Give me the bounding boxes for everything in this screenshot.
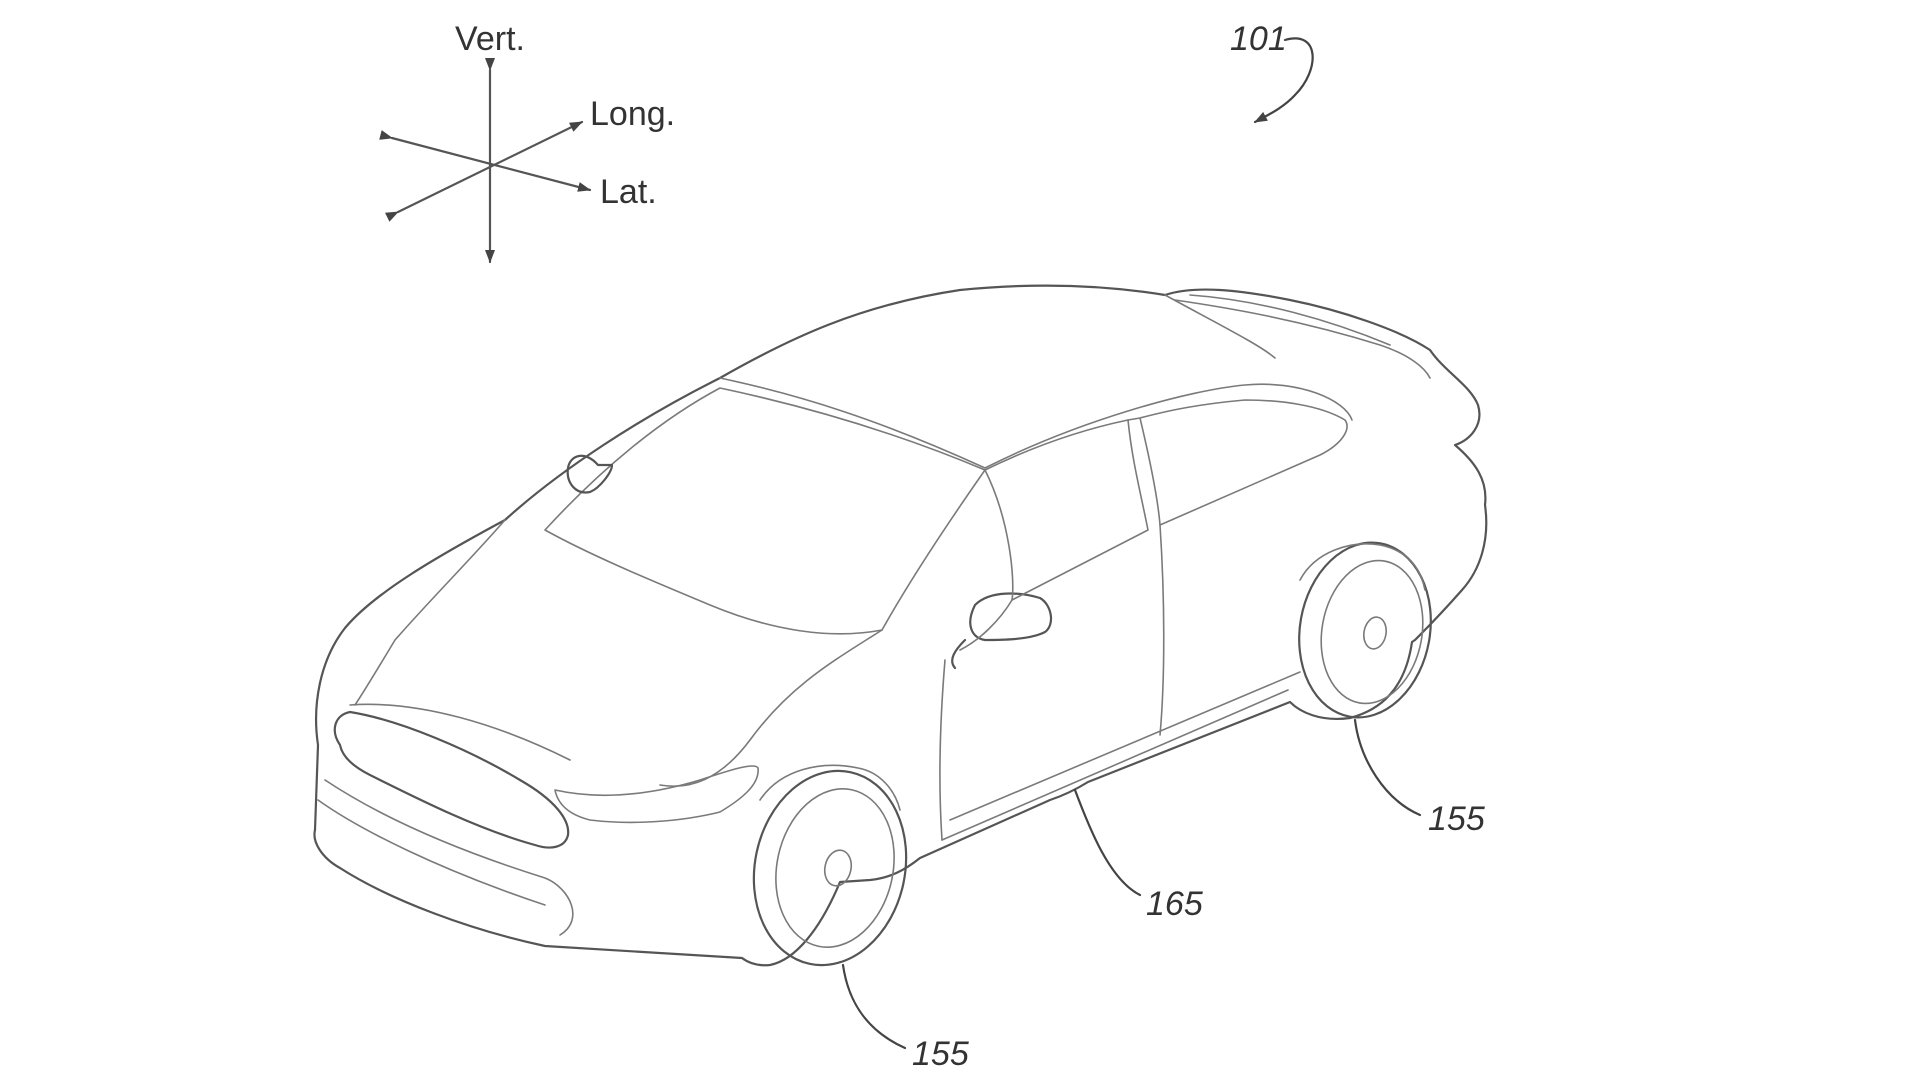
hood-crease <box>354 519 883 787</box>
front-wheel-reference-numeral: 155 <box>912 1035 969 1073</box>
vehicle-reference: 101 <box>1230 20 1314 124</box>
rocker-panel <box>941 671 1301 841</box>
front-hub <box>823 849 853 887</box>
lateral-axis-label: Lat. <box>600 173 657 211</box>
lower-bumper <box>317 779 574 936</box>
rear-wheel-arch <box>1299 543 1426 591</box>
front-wheel <box>752 764 908 967</box>
front-grille <box>333 710 570 849</box>
rear-deck <box>1174 294 1431 379</box>
rear-wheel-reference-numeral: 155 <box>1428 800 1485 838</box>
longitudinal-axis-label: Long. <box>590 95 675 133</box>
front-wheel-arch <box>759 764 901 811</box>
rear-rim <box>1320 559 1424 705</box>
front-door-window <box>984 419 1149 601</box>
rear-hub <box>1363 616 1387 650</box>
front-rim <box>775 788 895 948</box>
vehicle-reference-leader <box>1253 37 1314 124</box>
near-side-mirror <box>951 592 1053 670</box>
headlight <box>554 765 759 824</box>
bumper-crease <box>349 703 571 761</box>
door-seams <box>939 524 1165 841</box>
vehicle-outline <box>313 284 1488 967</box>
far-side-mirror <box>566 454 614 494</box>
rear-door-window <box>1127 399 1348 526</box>
front-wheel-leader <box>841 963 907 1050</box>
axis-indicator: Vert. Long. Lat. <box>379 20 675 264</box>
body-side-reference-numeral: 165 <box>1146 885 1203 923</box>
rear-tire <box>1298 541 1432 719</box>
vertical-axis-label: Vert. <box>455 20 525 58</box>
rear-wheel <box>1298 541 1432 719</box>
rear-wheel-leader <box>1353 718 1422 817</box>
front-tire <box>752 769 908 967</box>
body-side-reference: 165 <box>1073 788 1203 923</box>
front-wheel-reference: 155 <box>841 963 969 1073</box>
windshield <box>544 387 986 635</box>
roof-line <box>719 294 1353 469</box>
rear-wheel-reference: 155 <box>1353 718 1485 838</box>
vehicle-reference-numeral: 101 <box>1230 20 1287 58</box>
lateral-axis-arrow <box>379 130 592 192</box>
body-side-leader <box>1073 788 1142 897</box>
body-silhouette <box>313 284 1488 967</box>
